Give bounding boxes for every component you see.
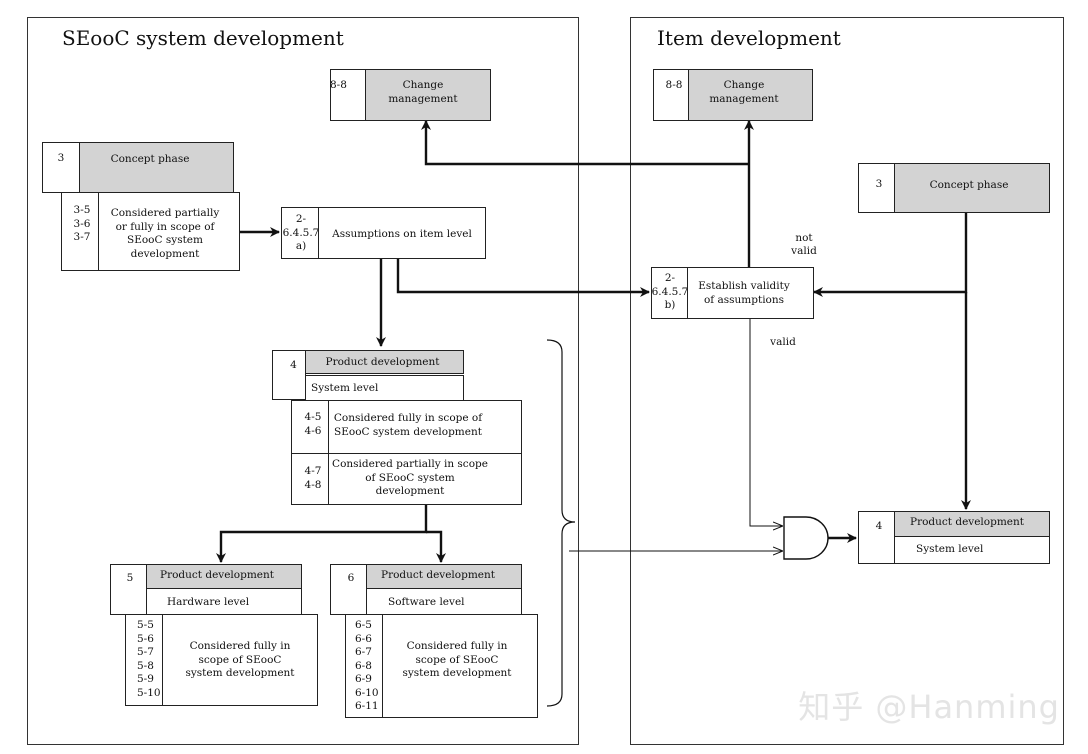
right-change-mgmt-num-cell bbox=[653, 69, 689, 121]
sw-text: Considered fully in scope of SEooC syste… bbox=[402, 640, 512, 679]
right-product-num-cell bbox=[858, 511, 895, 564]
left-change-mgmt-num: 8-8 bbox=[330, 79, 347, 91]
right-change-mgmt-box bbox=[688, 69, 813, 121]
hw-text-box bbox=[162, 614, 318, 706]
left-concept-num-cell bbox=[42, 142, 80, 193]
right-concept-text: Concept phase bbox=[929, 179, 1009, 191]
assumptions-num: 2- 6.4.5.7 a) bbox=[282, 213, 320, 252]
hw-title: Product development bbox=[160, 569, 274, 581]
sw-level: Software level bbox=[388, 596, 465, 608]
validity-box bbox=[687, 267, 814, 319]
system-row1-text: Considered fully in scope of SEooC syste… bbox=[333, 412, 483, 438]
system-row2-box bbox=[328, 453, 522, 505]
watermark: 知乎 @Hanming bbox=[798, 688, 1060, 726]
right-concept-num: 3 bbox=[875, 178, 883, 190]
right-product-level: System level bbox=[916, 543, 984, 555]
left-concept-sub-box bbox=[98, 192, 240, 271]
left-change-mgmt-text: Change management bbox=[388, 79, 458, 105]
system-row1-nums: 4-5 4-6 bbox=[304, 411, 322, 437]
left-concept-sub-nums: 3-5 3-6 3-7 bbox=[73, 204, 91, 243]
assumptions-text: Assumptions on item level bbox=[332, 228, 472, 240]
system-row1-box bbox=[328, 400, 522, 454]
system-row2-nums: 4-7 4-8 bbox=[304, 465, 322, 491]
seooc-panel-title: SEooC system development bbox=[62, 26, 344, 50]
right-product-level-box bbox=[894, 536, 1050, 564]
left-concept-box bbox=[79, 142, 234, 193]
not-valid-label: not valid bbox=[791, 232, 817, 257]
hw-title-box bbox=[146, 564, 302, 589]
assumptions-box bbox=[318, 207, 486, 259]
hw-num: 5 bbox=[126, 572, 134, 584]
left-change-mgmt-box bbox=[365, 69, 491, 121]
hw-text: Considered fully in scope of SEooC syste… bbox=[185, 640, 295, 679]
right-concept-num-cell bbox=[858, 163, 895, 213]
right-product-num: 4 bbox=[875, 520, 883, 532]
right-change-mgmt-num: 8-8 bbox=[665, 79, 683, 91]
left-concept-sub-text: Considered partially or fully in scope o… bbox=[110, 207, 220, 260]
sw-nums: 6-5 6-6 6-7 6-8 6-9 6-10 6-11 bbox=[355, 619, 379, 712]
system-title: Product development bbox=[325, 356, 440, 368]
valid-label: valid bbox=[770, 336, 796, 348]
right-change-mgmt-text: Change management bbox=[709, 79, 779, 105]
system-num-cell bbox=[272, 350, 306, 400]
system-title-box bbox=[305, 350, 464, 374]
item-panel bbox=[630, 17, 1064, 745]
sw-text-box bbox=[382, 614, 538, 718]
validity-num: 2- 6.4.5.7 b) bbox=[651, 272, 689, 311]
system-level-box bbox=[305, 375, 464, 401]
right-product-title: Product development bbox=[910, 516, 1024, 528]
left-concept-text: Concept phase bbox=[110, 153, 190, 165]
system-level: System level bbox=[311, 382, 379, 394]
left-change-mgmt-num-cell bbox=[330, 69, 366, 121]
hw-level: Hardware level bbox=[167, 596, 250, 608]
sw-nums-cell bbox=[345, 614, 383, 718]
system-num: 4 bbox=[290, 359, 297, 371]
sw-num-cell bbox=[330, 564, 367, 615]
sw-title: Product development bbox=[381, 569, 495, 581]
hw-num-cell bbox=[110, 564, 147, 615]
right-concept-box bbox=[894, 163, 1050, 213]
sw-title-box bbox=[366, 564, 522, 589]
left-concept-num: 3 bbox=[57, 152, 65, 164]
sw-num: 6 bbox=[347, 572, 355, 584]
validity-text: Establish validity of assumptions bbox=[698, 280, 790, 306]
system-row2-text: Considered partially in scope of SEooC s… bbox=[332, 458, 488, 497]
item-panel-title: Item development bbox=[657, 26, 841, 50]
seooc-panel bbox=[27, 17, 579, 745]
hw-nums: 5-5 5-6 5-7 5-8 5-9 5-10 bbox=[137, 619, 161, 699]
system-row1-num-cell bbox=[291, 400, 329, 454]
